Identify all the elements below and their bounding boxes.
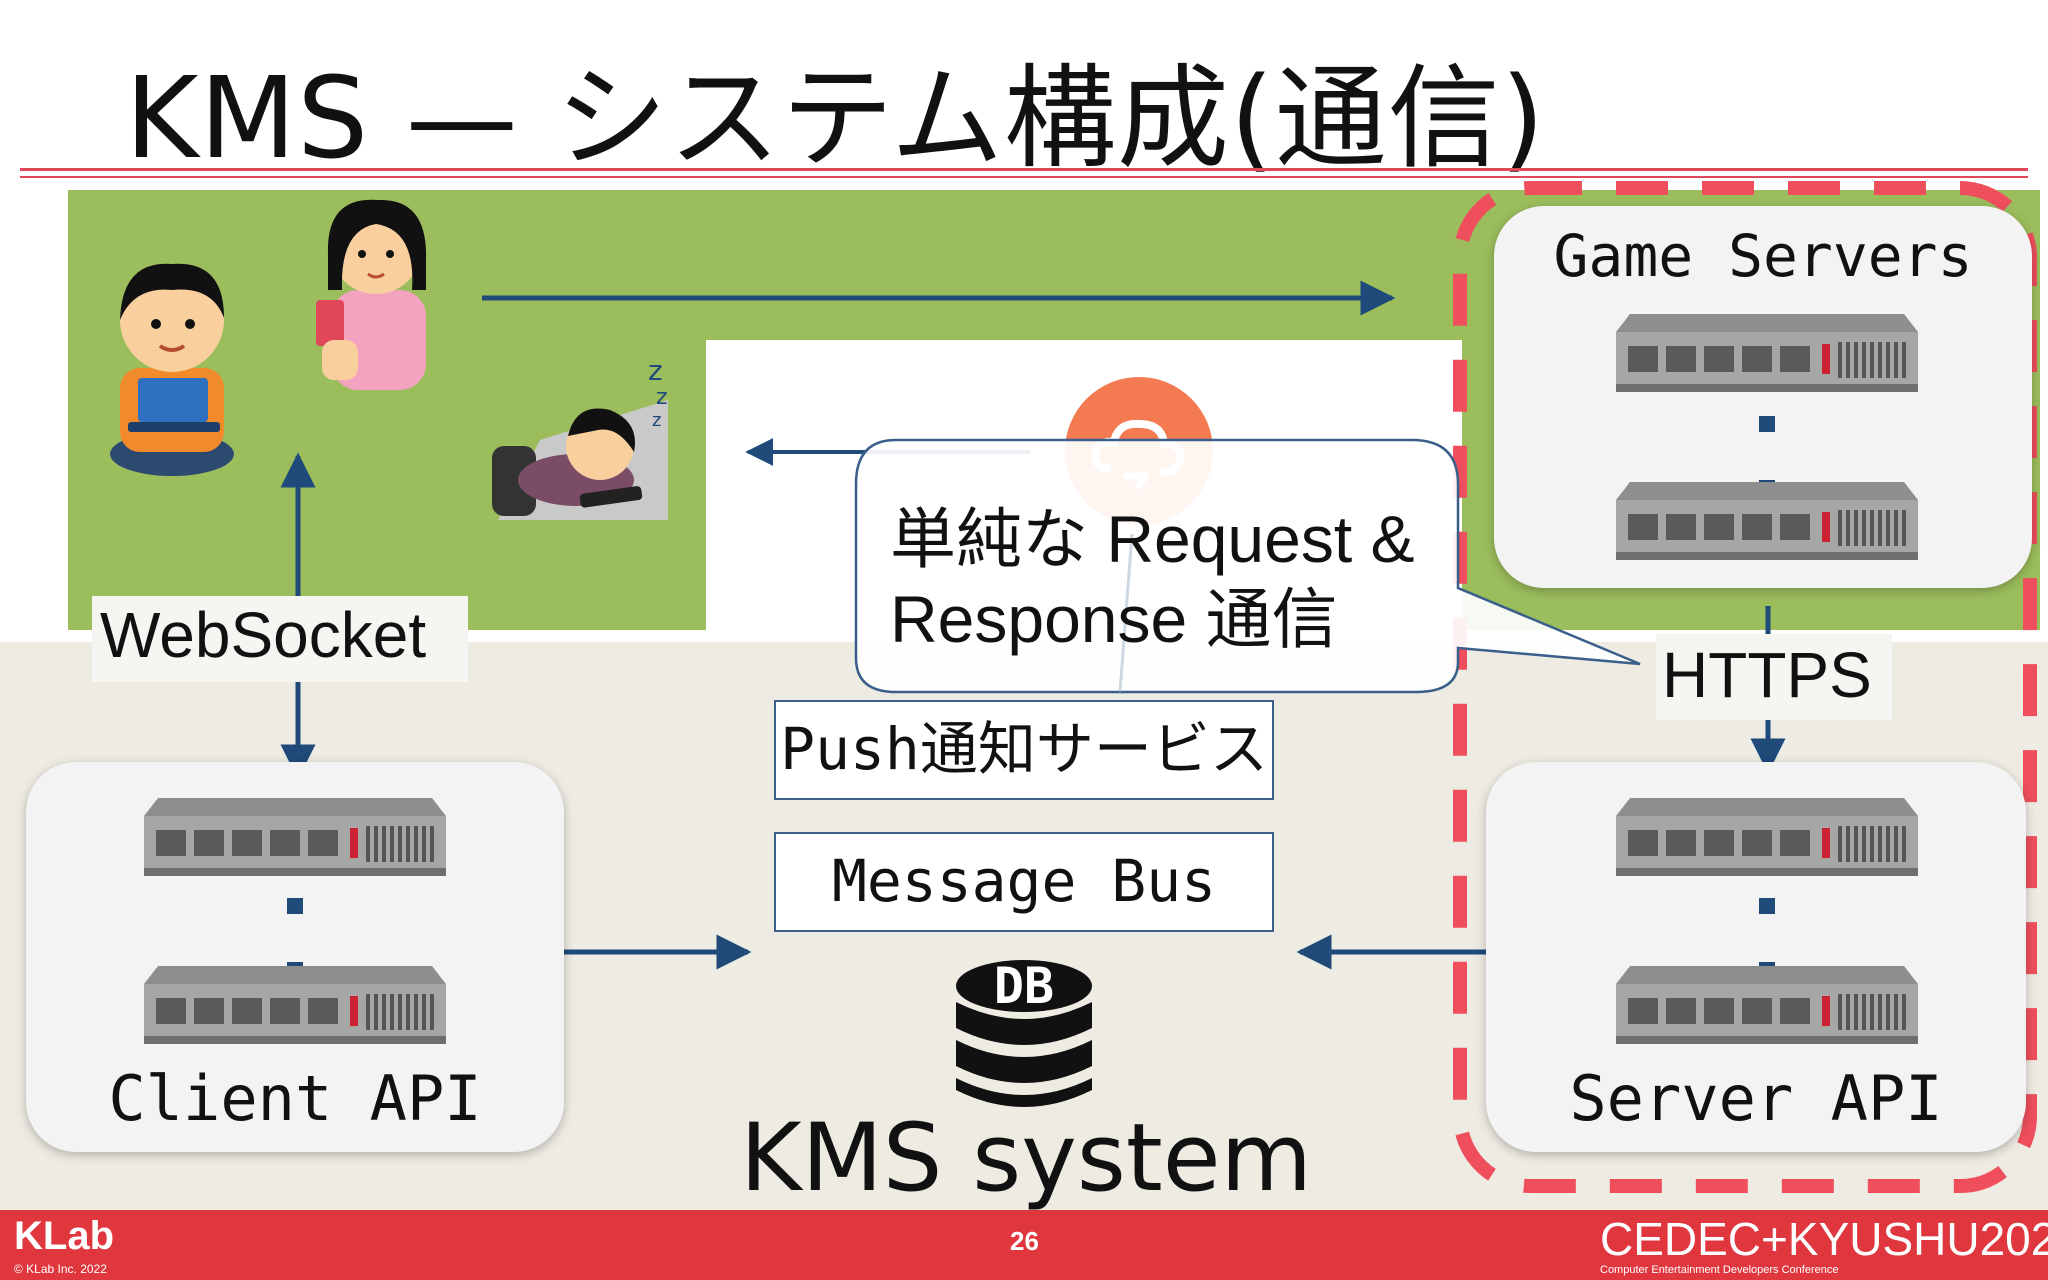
client-api-box: Client API <box>26 762 564 1152</box>
server-rack-icon <box>1616 314 1918 392</box>
server-rack-icon <box>1616 966 1918 1044</box>
db-label: DB <box>993 957 1055 1015</box>
websocket-label: WebSocket <box>100 599 427 671</box>
game-servers-label: Game Servers <box>1553 222 1973 290</box>
users-illustration: z z z <box>110 199 668 520</box>
callout-line-2: Response 通信 <box>890 582 1338 656</box>
game-company-boundary <box>1453 181 2037 1193</box>
game-servers-box: Game Servers <box>1494 206 2032 588</box>
callout-bubble <box>854 438 1641 694</box>
conference-subtitle: Computer Entertainment Developers Confer… <box>1600 1264 1839 1276</box>
title-rule-bottom <box>20 176 2028 178</box>
server-api-box: Server API <box>1486 762 2026 1152</box>
kms-system-label: KMS system <box>740 1104 1313 1213</box>
server-rack-icon <box>1616 482 1918 560</box>
https-label-bg <box>1656 634 1892 720</box>
page-number: 26 <box>1010 1226 1039 1256</box>
conference-logo: CEDEC+KYUSHU2022 <box>1600 1213 2048 1265</box>
footer-bar: KLab © KLab Inc. 2022 26 CEDEC+KYUSHU202… <box>0 1210 2048 1280</box>
client-api-label: Client API <box>108 1062 482 1135</box>
database-icon: DB <box>954 958 1094 1118</box>
message-bus-box: Message Bus <box>774 832 1274 932</box>
callout-line-1: 単純な Request & <box>890 502 1415 576</box>
sleeping-person-icon: z z z <box>492 354 668 520</box>
svg-text:z: z <box>656 385 668 410</box>
boy-with-tablet-icon <box>110 263 234 476</box>
server-api-label: Server API <box>1569 1062 1943 1135</box>
server-rack-icon <box>1616 798 1918 876</box>
push-service-box: Push通知サービス <box>774 700 1274 800</box>
continuation-dot <box>1759 898 1775 914</box>
continuation-dot <box>1759 416 1775 432</box>
websocket-label-bg <box>92 596 468 682</box>
slide-title: KMS — システム構成(通信) <box>125 54 1546 184</box>
svg-text:z: z <box>648 354 663 387</box>
copyright: © KLab Inc. 2022 <box>14 1262 107 1276</box>
https-label: HTTPS <box>1662 639 1872 711</box>
server-rack-icon <box>144 966 446 1044</box>
svg-text:z: z <box>652 410 661 431</box>
server-rack-icon <box>144 798 446 876</box>
girl-with-phone-icon <box>316 199 427 390</box>
continuation-dot <box>287 898 303 914</box>
title-rule-top <box>20 168 2028 171</box>
klab-logo: KLab <box>14 1214 114 1258</box>
